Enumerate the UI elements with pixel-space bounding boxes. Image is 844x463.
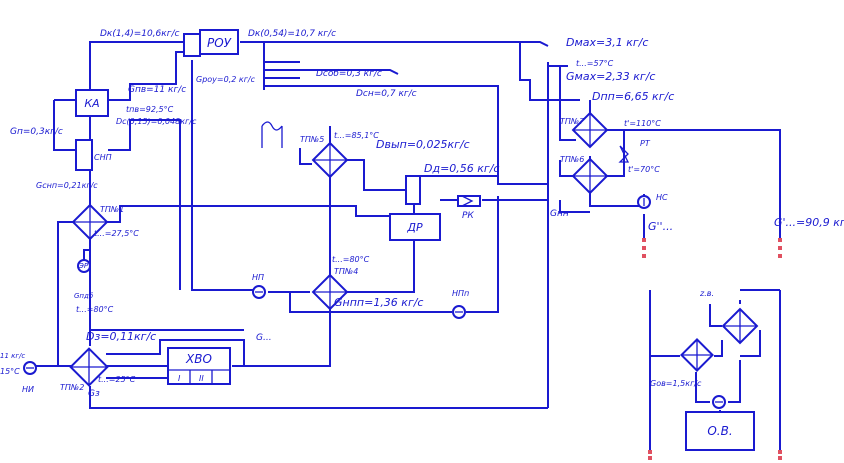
tpv-label: tпв=92,5°С bbox=[126, 105, 174, 114]
zv-label: z.в. bbox=[699, 289, 714, 298]
t110-label: t'=110°С bbox=[624, 119, 661, 128]
ep-label: ЭР bbox=[78, 262, 89, 270]
tp1-label: ТП№1 bbox=[100, 205, 124, 214]
pk-label: РК bbox=[462, 211, 474, 221]
gpb-label: Gпв=11 кг/с bbox=[128, 85, 186, 95]
t70-label: t'=70°С bbox=[628, 165, 660, 174]
dsob-label: Dсоб=0,3 кг/с bbox=[316, 69, 382, 79]
ov-label: О.В. bbox=[707, 424, 732, 438]
ov-pump-icon bbox=[712, 395, 726, 409]
tp4-label: ТП№4 bbox=[334, 267, 358, 276]
tp7-label: ТП№7 bbox=[560, 117, 585, 126]
tp6-exchanger bbox=[571, 157, 609, 195]
boiler-ka: КА bbox=[75, 89, 109, 117]
ni-pump-icon bbox=[23, 361, 37, 375]
left15-label: 15°С bbox=[0, 367, 20, 376]
t275-label: t...=27,5°С bbox=[94, 229, 139, 238]
tp5-exchanger bbox=[311, 141, 349, 179]
flow-labels: Dк(1,4)=10,6кг/с Dк(0,54)=10,7 кг/с Gпв=… bbox=[0, 29, 844, 399]
heat-exchangers bbox=[69, 111, 759, 387]
dc-label: Dс(0,15)=0,048кг/с bbox=[116, 117, 197, 126]
dsn-label: Dсн=0,7 кг/с bbox=[356, 89, 417, 99]
rou-unit: РОУ bbox=[183, 29, 239, 57]
gz-label: Gз bbox=[88, 389, 100, 399]
hvo-unit: ХВО I II bbox=[167, 347, 231, 385]
ov-exchanger-right bbox=[721, 307, 759, 345]
t851-label: t...=85,1°С bbox=[334, 131, 379, 140]
gnpp-label: Gнпп=1,36 кг/с bbox=[334, 296, 423, 309]
steam-symbol-icon bbox=[261, 121, 283, 148]
hvo-section-i: I bbox=[178, 374, 181, 383]
dd-label: Dд=0,56 кг/с bbox=[424, 162, 499, 175]
ep-pump-icon bbox=[77, 259, 91, 273]
snp-unit: СНП bbox=[75, 139, 112, 171]
gnn-label: Gнн bbox=[550, 209, 569, 219]
dr-label: ДР bbox=[406, 221, 423, 234]
g2-label: G''... bbox=[648, 220, 673, 233]
left11-label: 11 кг/с bbox=[0, 352, 25, 360]
rou-label: РОУ bbox=[207, 36, 232, 50]
gp-label: Gп=0,3кг/с bbox=[10, 127, 63, 137]
dk14-label: Dк(1,4)=10,6кг/с bbox=[100, 29, 179, 39]
t25-label: t...=25°С bbox=[98, 375, 136, 384]
deaerator-dr: ДР bbox=[389, 175, 441, 241]
grou-label: Gроу=0,2 кг/с bbox=[196, 75, 256, 84]
gov-label: Gов=1,5кг/с bbox=[650, 379, 702, 388]
ns-pump-icon bbox=[637, 195, 651, 209]
np-pump-icon bbox=[252, 285, 266, 299]
t80a-label: t...=80°С bbox=[76, 305, 114, 314]
pk-valve: РК bbox=[457, 195, 481, 221]
tp6-label: ТП№6 bbox=[560, 155, 584, 164]
ni-label: НИ bbox=[22, 385, 34, 394]
rt-label: РТ bbox=[640, 139, 651, 148]
tp1-exchanger bbox=[71, 203, 109, 241]
dmax-label: Dмах=3,1 кг/с bbox=[566, 36, 648, 49]
npp-pump-icon bbox=[452, 305, 466, 319]
equipment-labels: ТП№1 ТП№2 ТП№4 ТП№5 ТП№7 ТП№6 НП НПп НИ … bbox=[22, 117, 714, 394]
g1-label: G'...=90,9 кг/с bbox=[774, 216, 844, 229]
hvo-label: ХВО bbox=[185, 352, 212, 366]
np-label: НП bbox=[252, 273, 264, 282]
npp-label: НПп bbox=[452, 289, 469, 298]
ns-label: НС bbox=[656, 193, 668, 202]
tp4-exchanger bbox=[311, 273, 349, 311]
ka-label: КА bbox=[84, 97, 99, 110]
hvo-section-ii: II bbox=[199, 374, 204, 383]
rt-valve-icon bbox=[618, 145, 630, 163]
tp2-exchanger bbox=[69, 347, 109, 387]
t57-label: t...=57°С bbox=[576, 59, 614, 68]
g-dots-label: G... bbox=[256, 333, 272, 343]
gsnp-label: Gснп=0,21кг/с bbox=[36, 181, 98, 190]
gsub-label: Gпдб bbox=[74, 292, 94, 300]
tp7-exchanger bbox=[571, 111, 609, 149]
pipelines bbox=[36, 41, 781, 450]
pumps bbox=[23, 195, 726, 409]
network-outlets bbox=[642, 238, 782, 460]
dz-label: Dз=0,11кг/с bbox=[86, 330, 156, 343]
ov-exchanger-left bbox=[680, 338, 714, 372]
dvyp-label: Dвып=0,025кг/с bbox=[376, 138, 470, 151]
dpp-label: Dпп=6,65 кг/с bbox=[592, 90, 674, 103]
t80b-label: t...=80°С bbox=[332, 255, 370, 264]
ov-unit: О.В. bbox=[685, 411, 755, 451]
tp5-label: ТП№5 bbox=[300, 135, 324, 144]
dk054-label: Dк(0,54)=10,7 кг/с bbox=[248, 29, 336, 39]
gmax-label: Gмах=2,33 кг/с bbox=[566, 70, 655, 83]
snp-label: СНП bbox=[94, 153, 112, 162]
tp2-label: ТП№2 bbox=[60, 383, 84, 392]
